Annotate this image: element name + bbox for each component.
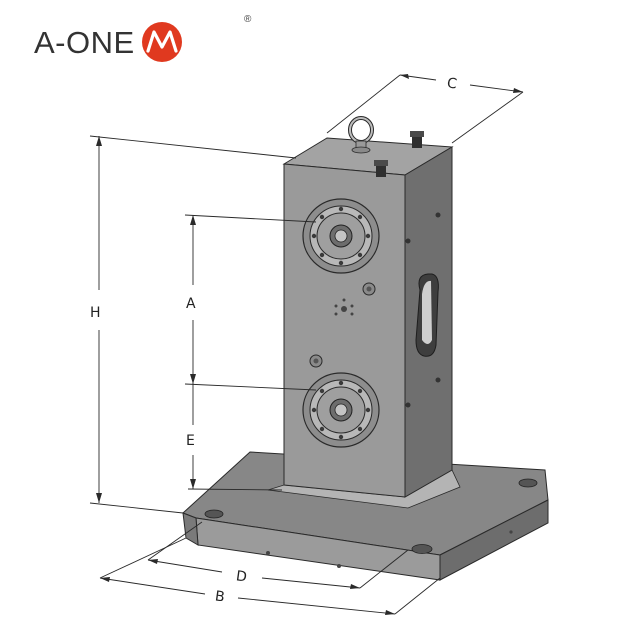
dimension-label-b: B <box>214 588 226 605</box>
dimension-label-d: D <box>235 568 248 585</box>
m-zigzag-circle-logo-icon <box>141 22 182 62</box>
lifting-eye-bolt <box>348 116 374 154</box>
dimension-label-e: E <box>186 433 195 449</box>
dimension-arrows <box>96 74 523 615</box>
registered-mark: ® <box>244 14 252 25</box>
brand-name: A-ONE <box>34 24 135 60</box>
upper-chuck <box>302 198 380 274</box>
lower-chuck <box>302 372 380 448</box>
base-plate <box>182 451 549 581</box>
dimension-label-a: A <box>186 296 196 312</box>
dimension-label-h: H <box>90 305 101 321</box>
brand-logo: A-ONE <box>34 18 183 66</box>
top-fittings <box>374 131 424 177</box>
dimension-lines <box>89 74 524 615</box>
dimension-label-c: C <box>446 75 458 92</box>
column-body <box>267 137 461 509</box>
